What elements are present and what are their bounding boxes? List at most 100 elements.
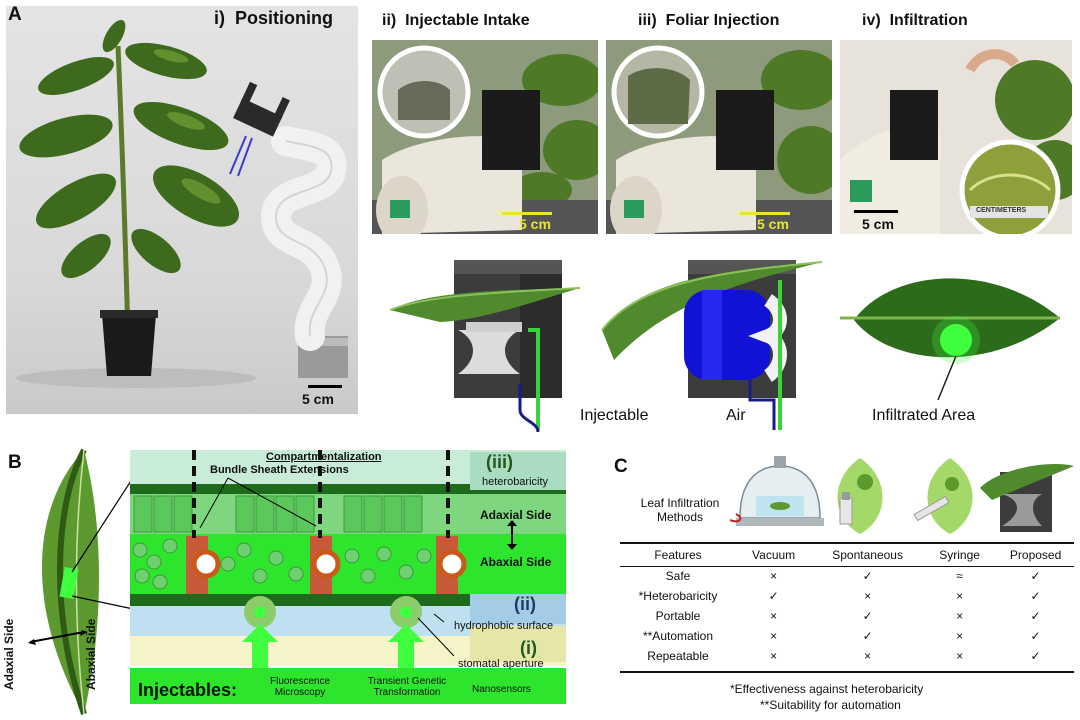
intake-label: Injectable Intake	[405, 12, 530, 29]
injection-scale-label: 5 cm	[757, 216, 789, 232]
cell-value: ×	[770, 629, 778, 643]
infiltration-illustration	[840, 40, 1072, 234]
table-row: Safe × ✓ ≈ ✓	[618, 566, 1078, 586]
cell-value: ✓	[1030, 649, 1041, 663]
cell-value: ×	[956, 609, 964, 623]
cell-value: ≈	[956, 569, 963, 583]
panel-c-letter: C	[614, 456, 628, 477]
positioning-photo	[6, 6, 358, 414]
positioning-title: i) Positioning	[214, 8, 333, 29]
table-header-rule	[620, 566, 1074, 567]
infiltrated-area-callout: Infiltrated Area	[872, 407, 976, 424]
air-callout: Air	[726, 407, 746, 424]
leaf-abaxial-label: Abaxial Side	[84, 618, 98, 690]
methods-label: Leaf Infiltration Methods	[640, 496, 720, 524]
cell-value: ✓	[1030, 609, 1041, 623]
injectable-nanosensors: Nanosensors	[472, 684, 531, 695]
cell-value: ×	[864, 589, 872, 603]
table-row: Repeatable × × × ✓	[618, 646, 1078, 666]
leaf-adaxial-label: Adaxial Side	[2, 618, 16, 690]
cell-value: ×	[864, 649, 872, 663]
label-i: (i)	[520, 638, 537, 658]
infiltration-label: Infiltration	[889, 12, 968, 29]
infiltration-index: iv)	[862, 12, 881, 29]
syringe-icon	[913, 458, 973, 534]
positioning-label: Positioning	[235, 8, 334, 28]
injection-index: iii)	[638, 12, 657, 29]
hydrophobic-label: hydrophobic surface	[454, 620, 554, 632]
adaxial-label: Adaxial Side	[480, 508, 552, 522]
cell-value: ×	[770, 649, 778, 663]
injection-schematic	[601, 260, 823, 430]
row-feature: Portable	[655, 609, 701, 623]
injectable-transient: Transient Genetic Transformation	[367, 676, 447, 698]
header-spontaneous: Spontaneous	[832, 548, 903, 562]
device-schematics	[389, 260, 1060, 433]
infiltration-scale-label: 5 cm	[862, 216, 894, 232]
table-row: *Heterobaricity ✓ × × ✓	[618, 586, 1078, 606]
bundle-sheath-label: Bundle Sheath Extensions	[210, 464, 349, 476]
row-feature: **Automation	[642, 629, 714, 643]
intake-scale-label: 5 cm	[519, 216, 551, 232]
injection-label: Foliar Injection	[665, 12, 780, 29]
spray-icon	[837, 458, 883, 534]
cell-value: ×	[956, 589, 964, 603]
cell-value: ×	[770, 569, 778, 583]
infiltration-title: iv) Infiltration	[862, 12, 968, 30]
cell-value: ✓	[862, 569, 873, 583]
table-header-row: Features Vacuum Spontaneous Syringe Prop…	[618, 544, 1078, 566]
leaf-cross-section	[28, 448, 566, 715]
methods-icons	[730, 456, 1074, 534]
stomatal-label: stomatal aperture	[458, 658, 544, 670]
cell-value: ✓	[862, 629, 873, 643]
injectable-fluorescence: Fluorescence Microscopy	[269, 676, 331, 698]
intake-index: ii)	[382, 12, 397, 29]
label-ii: (ii)	[514, 594, 536, 614]
cell-value: ×	[956, 649, 964, 663]
compartmentalization-label: Compartmentalization	[266, 451, 382, 463]
vacuum-icon	[730, 456, 824, 526]
table-bottom-rule	[620, 671, 1074, 673]
infiltration-photo	[840, 40, 1072, 234]
proposed-device-icon	[980, 464, 1074, 532]
table-row: Portable × ✓ × ✓	[618, 606, 1078, 626]
injectable-callout: Injectable	[580, 407, 649, 424]
intake-photo	[372, 40, 598, 234]
injectables-title: Injectables:	[138, 680, 238, 700]
footnote-automation: **Suitability for automation	[760, 698, 901, 712]
injection-title: iii) Foliar Injection	[638, 12, 779, 30]
row-feature: *Heterobaricity	[638, 589, 718, 603]
header-proposed: Proposed	[1009, 548, 1062, 562]
intake-schematic	[389, 260, 581, 433]
table-top-rule	[620, 542, 1074, 544]
intake-illustration	[372, 40, 598, 234]
cell-value: ✓	[768, 589, 779, 603]
injection-illustration	[606, 40, 832, 234]
panel-a-letter: A	[8, 4, 22, 25]
header-syringe: Syringe	[939, 548, 980, 562]
heterobaricity-label: heterobaricity	[482, 476, 549, 488]
cell-value: ×	[956, 629, 964, 643]
ruler-label: CENTIMETERS	[976, 207, 1027, 214]
footnote-heterobaricity: *Effectiveness against heterobaricity	[730, 682, 924, 696]
header-features: Features	[654, 548, 702, 562]
table-row: **Automation × ✓ × ✓	[618, 626, 1078, 646]
leaf-schematic	[840, 278, 1060, 401]
row-feature: Safe	[665, 569, 691, 583]
row-feature: Repeatable	[647, 649, 709, 663]
positioning-scale-label: 5 cm	[302, 391, 334, 407]
abaxial-label: Abaxial Side	[480, 555, 552, 569]
cell-value: ✓	[1030, 589, 1041, 603]
intake-title: ii) Injectable Intake	[382, 12, 530, 30]
injection-photo	[606, 40, 832, 234]
cell-value: ✓	[1030, 569, 1041, 583]
cell-value: ×	[770, 609, 778, 623]
cell-value: ✓	[1030, 629, 1041, 643]
positioning-illustration	[16, 19, 348, 388]
panel-b-letter: B	[8, 452, 22, 473]
methods-comparison-table: Features Vacuum Spontaneous Syringe Prop…	[618, 544, 1078, 666]
header-vacuum: Vacuum	[752, 548, 796, 562]
label-iii: (iii)	[486, 452, 513, 472]
cell-value: ✓	[862, 609, 873, 623]
positioning-index: i)	[214, 8, 225, 28]
